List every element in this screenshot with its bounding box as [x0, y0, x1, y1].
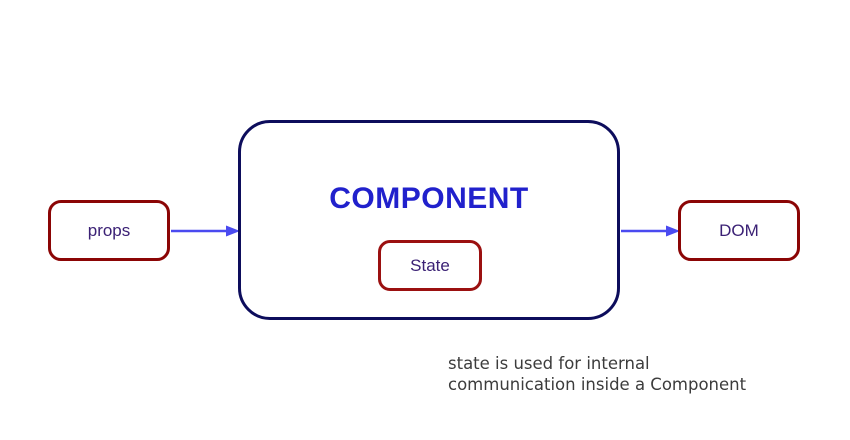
- arrow-right-icon: [621, 225, 680, 237]
- component-title: COMPONENT: [329, 182, 529, 215]
- caption: state is used for internal communication…: [448, 353, 746, 395]
- state-box: State: [378, 240, 482, 291]
- dom-label: DOM: [719, 220, 759, 240]
- props-label: props: [87, 220, 131, 240]
- caption-line-1: state is used for internal: [448, 354, 650, 373]
- props-box: props: [48, 200, 170, 261]
- caption-line-2: communication inside a Component: [448, 375, 747, 394]
- arrow-right-icon: [171, 225, 240, 237]
- state-label: State: [410, 255, 450, 275]
- dom-box: DOM: [678, 200, 800, 261]
